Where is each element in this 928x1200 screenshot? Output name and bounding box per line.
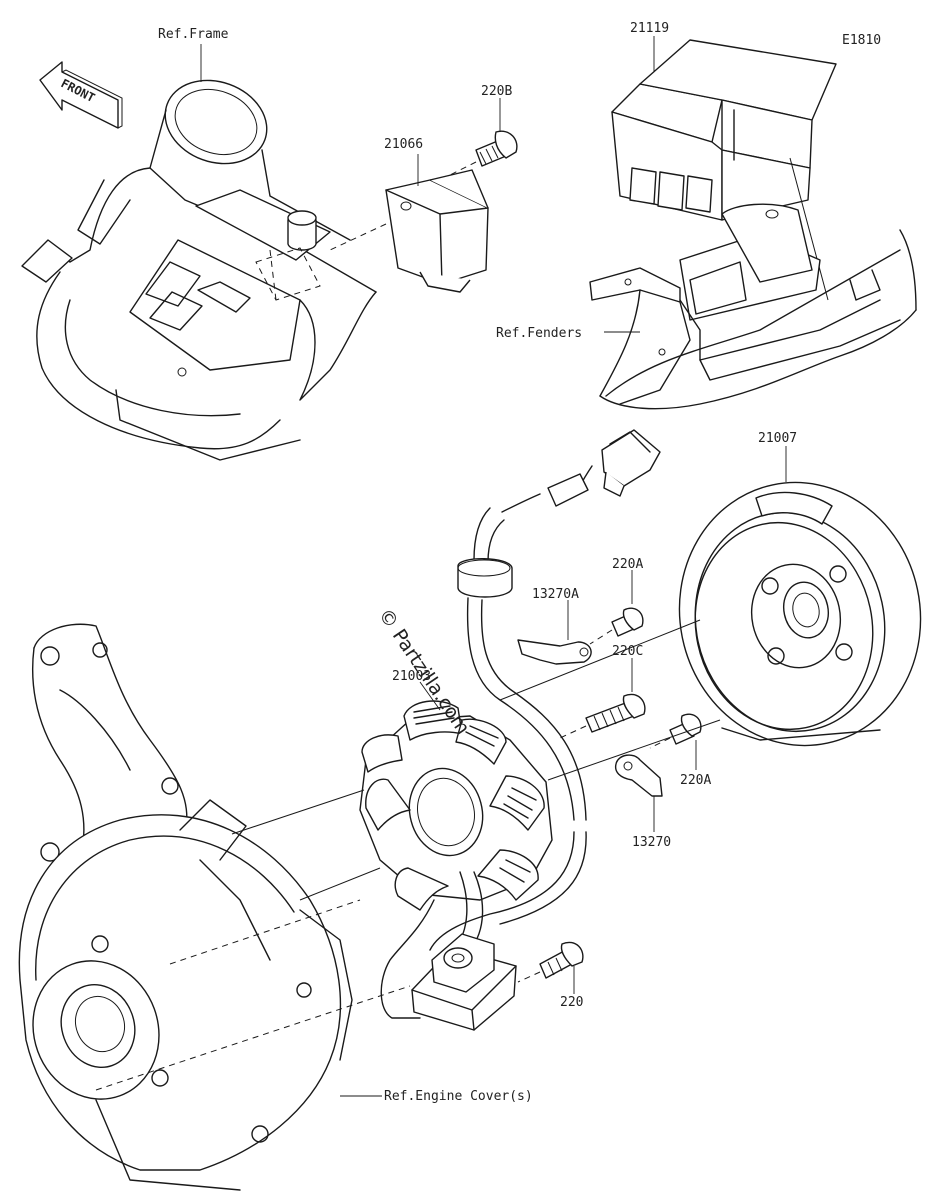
frame-assembly bbox=[21, 79, 377, 461]
engine-cover-assembly bbox=[18, 623, 353, 1191]
callout-21003: 21003 bbox=[392, 669, 431, 684]
callout-220b: 220B bbox=[481, 84, 512, 99]
callout-13270: 13270 bbox=[632, 835, 671, 850]
callout-21119: 21119 bbox=[630, 21, 669, 36]
callout-ref-frame: Ref.Frame bbox=[158, 27, 229, 42]
callout-220: 220 bbox=[560, 995, 583, 1010]
callout-21066: 21066 bbox=[384, 137, 423, 152]
relay-21066 bbox=[385, 169, 489, 293]
stator-wiring-harness bbox=[380, 429, 661, 1019]
pickup-coil bbox=[411, 933, 517, 1031]
callout-220a-right: 220A bbox=[680, 773, 711, 788]
callout-ref-engine-cover: Ref.Engine Cover(s) bbox=[384, 1089, 533, 1104]
diagram-code: E1810 bbox=[842, 33, 881, 48]
bolt-220a-top bbox=[611, 607, 644, 637]
stator-21003 bbox=[359, 700, 553, 951]
fenders-assembly bbox=[589, 203, 917, 410]
clamp-13270 bbox=[614, 754, 663, 797]
bolt-220a-right bbox=[669, 713, 702, 745]
callout-ref-fenders: Ref.Fenders bbox=[496, 326, 582, 341]
bolt-220b bbox=[475, 130, 518, 167]
callout-13270a: 13270A bbox=[532, 587, 579, 602]
regulator-21119 bbox=[611, 39, 837, 221]
callout-220c: 220C bbox=[612, 644, 643, 659]
bolt-220c bbox=[585, 693, 646, 733]
callout-21007: 21007 bbox=[758, 431, 797, 446]
front-arrow-icon: FRONT bbox=[39, 61, 123, 129]
rotor-21007 bbox=[678, 481, 922, 747]
callout-220a-top: 220A bbox=[612, 557, 643, 572]
bolt-220 bbox=[539, 941, 584, 979]
clamp-13270a bbox=[517, 639, 592, 665]
